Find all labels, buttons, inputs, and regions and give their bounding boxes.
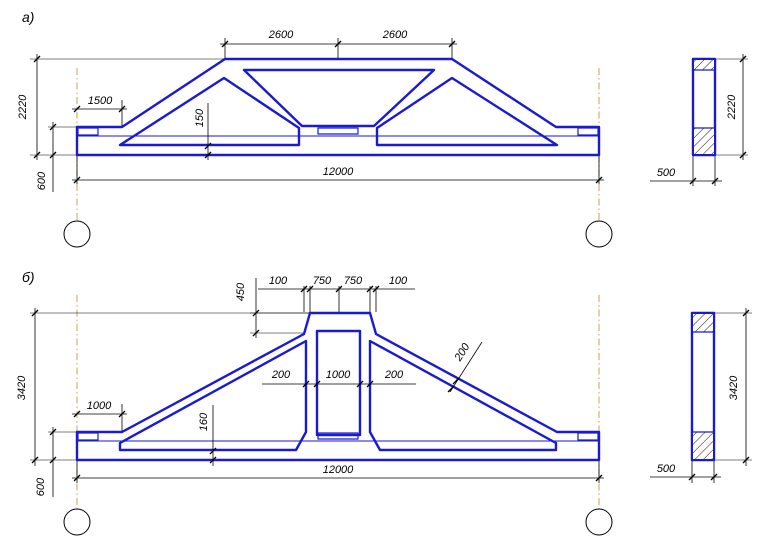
beam-a-right-plate — [577, 127, 599, 136]
beam-a-section-top-hatch — [694, 60, 714, 70]
beam-b-section-bottom-hatch — [693, 432, 713, 459]
beam-a-mid-plate — [317, 127, 359, 135]
beam-b-dim-top-750-left: 750 — [313, 275, 332, 287]
beam-b-dim-top-750-right: 750 — [344, 275, 363, 287]
beam-b-dim-line-diagonal — [449, 341, 483, 393]
beam-b-dim-tick — [335, 285, 343, 293]
beam-b-dim-tick — [356, 380, 364, 388]
beam-a-dim-end-length: 1500 — [88, 95, 113, 107]
beam-a-dim-height: 2220 — [17, 94, 29, 120]
beam-b-dim-post-left: 200 — [271, 369, 291, 381]
beam-a-dim-tick — [33, 55, 41, 63]
beam-a-dim-tick — [739, 151, 747, 159]
beam-a: а) 2600 2600 1500 — [17, 9, 748, 248]
beam-a-right-support — [585, 220, 613, 248]
beam-a-dim-tick — [334, 40, 342, 48]
beam-a-left-support — [63, 220, 91, 248]
beam-b-dim-tick — [447, 385, 455, 393]
beam-b-dim-tick — [366, 380, 374, 388]
beam-a-dim-tick — [711, 177, 719, 185]
beam-b-left-support — [63, 508, 91, 536]
beam-a-dim-span: 12000 — [323, 166, 354, 178]
beam-a-dim-tick — [118, 105, 126, 113]
beam-b-dim-top-100-left: 100 — [269, 275, 288, 287]
beam-b-dim-tick — [742, 309, 750, 317]
beam-b-dim-tick — [209, 456, 217, 464]
beam-b-dim-thickness: 160 — [198, 412, 210, 431]
beam-b-dim-span: 12000 — [323, 464, 354, 476]
beam-a-dim-tick — [739, 55, 747, 63]
beam-b-dim-tick — [313, 380, 321, 388]
beam-a-section-outline — [691, 57, 717, 157]
beam-b-label: б) — [22, 269, 35, 285]
beam-b-right-support — [585, 508, 613, 536]
beam-a-opening-left — [118, 76, 301, 147]
beam-a-dim-panel-left: 2600 — [268, 29, 294, 41]
beam-b-opening-center — [315, 329, 362, 437]
beam-b-section-outline — [690, 311, 716, 462]
beam-b-dim-top-100-right: 100 — [389, 275, 408, 287]
beam-b: б) 100 750 750 100 — [16, 269, 752, 536]
beam-a-dim-tick — [73, 176, 81, 184]
beam-a-dim-tick — [49, 123, 57, 131]
beam-b-left-plate — [77, 432, 99, 441]
beam-a-outline — [75, 57, 601, 157]
beam-a-section-width: 500 — [657, 167, 676, 179]
beam-a-dim-tick — [689, 177, 697, 185]
beam-b-dim-tick — [31, 309, 39, 317]
beam-b-dim-post-right: 200 — [384, 369, 404, 381]
beam-a-dim-tick — [221, 40, 229, 48]
beam-b-dim-tick — [252, 329, 260, 337]
beam-b-dim-post-mid: 1000 — [326, 369, 351, 381]
beam-b-dim-tick — [49, 456, 57, 464]
beam-b-dim-tick — [710, 473, 718, 481]
beam-b-dim-height: 3420 — [16, 375, 28, 400]
beam-b-dim-tick — [742, 456, 750, 464]
beam-b-dim-tick — [118, 410, 126, 418]
beam-a-section-bottom-hatch — [694, 128, 714, 154]
beam-b-opening-right — [368, 339, 558, 452]
beam-b-dim-top-height: 450 — [235, 282, 247, 301]
beam-a-opening-right — [375, 76, 559, 147]
beam-b-opening-left — [118, 339, 308, 452]
beam-a-label: а) — [22, 9, 34, 25]
beam-b-dim-tick — [209, 447, 217, 455]
beam-a-dim-panel-right: 2600 — [382, 29, 408, 41]
beam-b-dim-tick — [300, 285, 308, 293]
beam-a-dim-tick — [204, 151, 212, 159]
beam-b-dim-tick — [73, 474, 81, 482]
beam-b-dim-tick — [306, 285, 314, 293]
beam-a-dim-tick — [204, 142, 212, 150]
beam-b-dim-tick — [595, 474, 603, 482]
beam-a-dim-thickness: 150 — [194, 108, 206, 127]
beam-b-outline — [75, 311, 601, 462]
beam-a-dim-tick — [73, 105, 81, 113]
beam-b-dim-tick — [372, 285, 380, 293]
beam-a-dim-support-depth: 600 — [36, 171, 48, 190]
beam-b-section-width: 500 — [657, 463, 676, 475]
beam-b-section-top-hatch — [693, 314, 713, 332]
beam-b-section-height: 3420 — [728, 375, 740, 400]
beam-a-opening-center — [242, 68, 436, 128]
beam-b-dim-end-length: 1000 — [87, 400, 112, 412]
beam-b-right-plate — [577, 432, 599, 441]
beam-a-left-plate — [77, 127, 99, 136]
beam-b-dim-tick — [366, 285, 374, 293]
beam-a-section-height: 2220 — [726, 94, 738, 120]
beam-b-dim-tick — [688, 473, 696, 481]
beam-a-dim-tick — [595, 176, 603, 184]
beam-b-dim-tick — [73, 410, 81, 418]
beam-b-dim-tick — [302, 380, 310, 388]
beam-b-dim-tick — [452, 377, 460, 385]
beam-b-dim-tick — [49, 428, 57, 436]
beam-b-dim-support-depth: 600 — [35, 477, 47, 496]
beam-a-dim-tick — [448, 40, 456, 48]
beam-a-dim-tick — [49, 151, 57, 159]
